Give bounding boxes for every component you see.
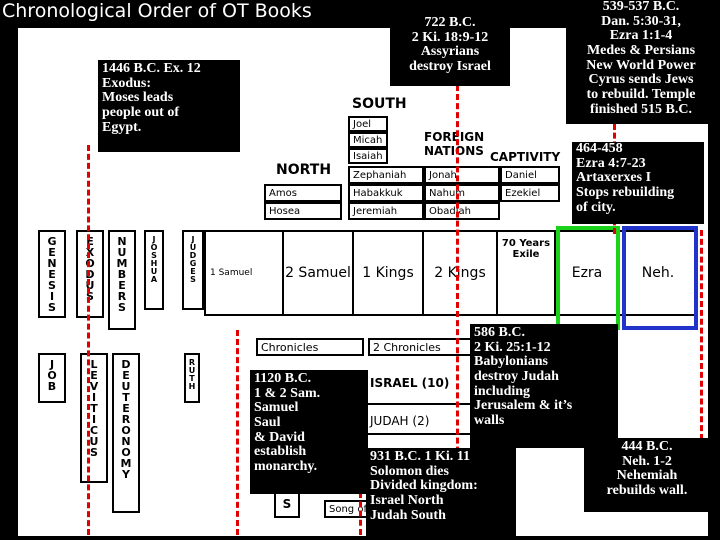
- note-line: Egypt.: [102, 119, 142, 135]
- note-line: to rebuild. Temple: [586, 87, 696, 103]
- book-2-chronicles: 2 Chronicles: [368, 338, 478, 356]
- book-2-samuel: 2 Samuel: [282, 230, 354, 316]
- page-title: Chronological Order of OT Books: [2, 0, 312, 22]
- note-line: Assyrians: [420, 44, 480, 60]
- timeline-marker-monarchy: [236, 330, 239, 535]
- book-1-chronicles: Chronicles: [256, 338, 364, 356]
- note-line: destroy Israel: [409, 59, 491, 75]
- prophet-zephaniah: Zephaniah: [348, 166, 424, 184]
- kingdom-israel: ISRAEL (10): [370, 376, 450, 390]
- prophet-jonah: Jonah: [424, 166, 500, 184]
- note-line: Babylonians: [474, 354, 548, 370]
- prophet-joel: Joel: [348, 116, 388, 132]
- note-line: Jerusalem & it’s: [474, 398, 573, 414]
- book-s-fragment: S: [274, 490, 300, 518]
- prophet-habakkuk: Habakkuk: [348, 184, 424, 202]
- note-line: rebuilds wall.: [606, 483, 688, 499]
- note-line: Saul: [254, 415, 281, 431]
- note-line: Nehemiah: [616, 468, 678, 484]
- prophet-jeremiah: Jeremiah: [348, 202, 424, 220]
- note-line: 444 B.C.: [621, 439, 673, 454]
- note-line: including: [474, 383, 531, 399]
- note-line: & David: [254, 429, 305, 445]
- note-line: New World Power: [586, 57, 696, 73]
- prophet-daniel: Daniel: [500, 166, 560, 184]
- note-line: 1446 B.C. Ex. 12: [102, 61, 201, 76]
- book-1-samuel: 1 Samuel: [204, 230, 284, 316]
- north-header: NORTH: [276, 162, 332, 178]
- note-line: Moses leads: [102, 90, 174, 106]
- ezra-highlight-frame: [556, 226, 620, 330]
- note-line: Cyrus sends Jews: [588, 72, 694, 88]
- note-line: 722 B.C.: [424, 15, 476, 30]
- note-line: Divided kingdom:: [370, 478, 478, 494]
- note-line: Exodus:: [102, 75, 152, 91]
- note-line: destroy Judah: [474, 369, 559, 385]
- note-line: Stops rebuilding: [576, 185, 675, 201]
- note-line: Artaxerxes I: [576, 170, 652, 186]
- prophet-hosea: Hosea: [264, 202, 342, 220]
- timeline-marker-exodus: [87, 145, 90, 535]
- note-line: finished 515 B.C.: [590, 101, 692, 117]
- exile-box: 70 Years Exile: [496, 230, 556, 316]
- prophet-isaiah: Isaiah: [348, 148, 388, 164]
- note-line: 464-458: [576, 141, 623, 156]
- book-2-kings: 2 Kings: [422, 230, 498, 316]
- note-line: Samuel: [254, 400, 299, 416]
- note-line: people out of: [102, 105, 179, 121]
- note-line: 931 B.C. 1 Ki. 11: [370, 449, 470, 464]
- note-line: 586 B.C.: [474, 325, 525, 340]
- south-header: SOUTH: [352, 96, 407, 112]
- note-line: Judah South: [370, 507, 446, 523]
- captivity-header: CAPTIVITY: [490, 150, 561, 164]
- note-line: 2 Ki. 18:9-12: [411, 29, 489, 45]
- note-line: of city.: [576, 199, 616, 215]
- prophet-nahum: Nahum: [424, 184, 500, 202]
- timeline-marker-assyria: [456, 85, 459, 525]
- kingdom-judah: JUDAH (2): [370, 414, 430, 428]
- prophet-obadiah: Obadiah: [424, 202, 500, 220]
- prophet-amos: Amos: [264, 184, 342, 202]
- note-line: walls: [474, 413, 505, 429]
- note-line: 1120 B.C.: [254, 371, 312, 386]
- prophet-ezekiel: Ezekiel: [500, 184, 560, 202]
- book-1-kings: 1 Kings: [352, 230, 424, 316]
- note-line: Ezra 4:7-23: [576, 155, 646, 171]
- note-line: 539-537 B.C.: [602, 0, 680, 14]
- note-line: Ezra 1:1-4: [609, 28, 673, 44]
- foreign-nations-header: FOREIGN NATIONS: [424, 130, 485, 159]
- note-line: Dan. 5:30-31,: [601, 13, 681, 29]
- note-line: Solomon dies: [370, 463, 449, 479]
- timeline-marker-nehemiah: [700, 230, 703, 440]
- kingdom-divider: [352, 403, 482, 405]
- prophet-micah: Micah: [348, 132, 388, 148]
- note-line: 1 & 2 Sam.: [254, 385, 321, 401]
- note-line: Israel North: [370, 493, 444, 509]
- note-line: monarchy.: [254, 459, 318, 475]
- note-line: Medes & Persians: [586, 43, 696, 59]
- note-line: 2 Ki. 25:1-12: [474, 339, 551, 355]
- note-line: establish: [254, 444, 307, 460]
- timeline-marker-divided: [359, 455, 362, 535]
- kingdom-divider: [352, 433, 482, 435]
- note-line: Neh. 1-2: [622, 453, 672, 469]
- nehemiah-highlight-frame: [622, 226, 698, 330]
